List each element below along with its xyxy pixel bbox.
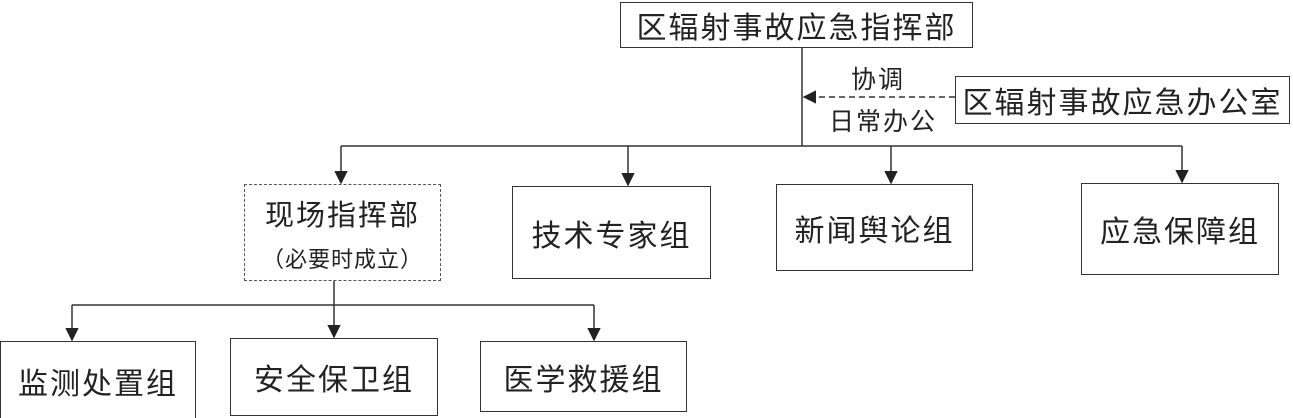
- monitor-label: 监测处置组: [18, 367, 178, 402]
- tech-node: 技术专家组: [512, 186, 711, 279]
- support-label: 应急保障组: [1100, 215, 1260, 250]
- news-node: 新闻舆论组: [776, 184, 973, 271]
- onsite-note: （必要时成立）: [261, 247, 423, 273]
- medical-label: 医学救援组: [503, 362, 664, 398]
- onsite-label: 现场指挥部: [264, 197, 420, 232]
- coordinate-label: 协调: [851, 65, 906, 94]
- security-node: 安全保卫组: [230, 338, 438, 416]
- monitor-node: 监测处置组: [0, 341, 196, 418]
- support-node: 应急保障组: [1081, 183, 1279, 275]
- office-label: 区辐射事故应急办公室: [962, 86, 1283, 121]
- security-label: 安全保卫组: [254, 363, 414, 398]
- medical-node: 医学救援组: [480, 341, 687, 412]
- tech-label: 技术专家组: [531, 218, 692, 254]
- hq-label: 区辐射事故应急指挥部: [636, 11, 957, 46]
- office-node: 区辐射事故应急办公室: [955, 76, 1290, 124]
- onsite-node: 现场指挥部 （必要时成立）: [244, 184, 441, 281]
- daily-office-label: 日常办公: [829, 107, 938, 136]
- hq-node: 区辐射事故应急指挥部: [620, 2, 973, 48]
- news-label: 新闻舆论组: [794, 213, 955, 249]
